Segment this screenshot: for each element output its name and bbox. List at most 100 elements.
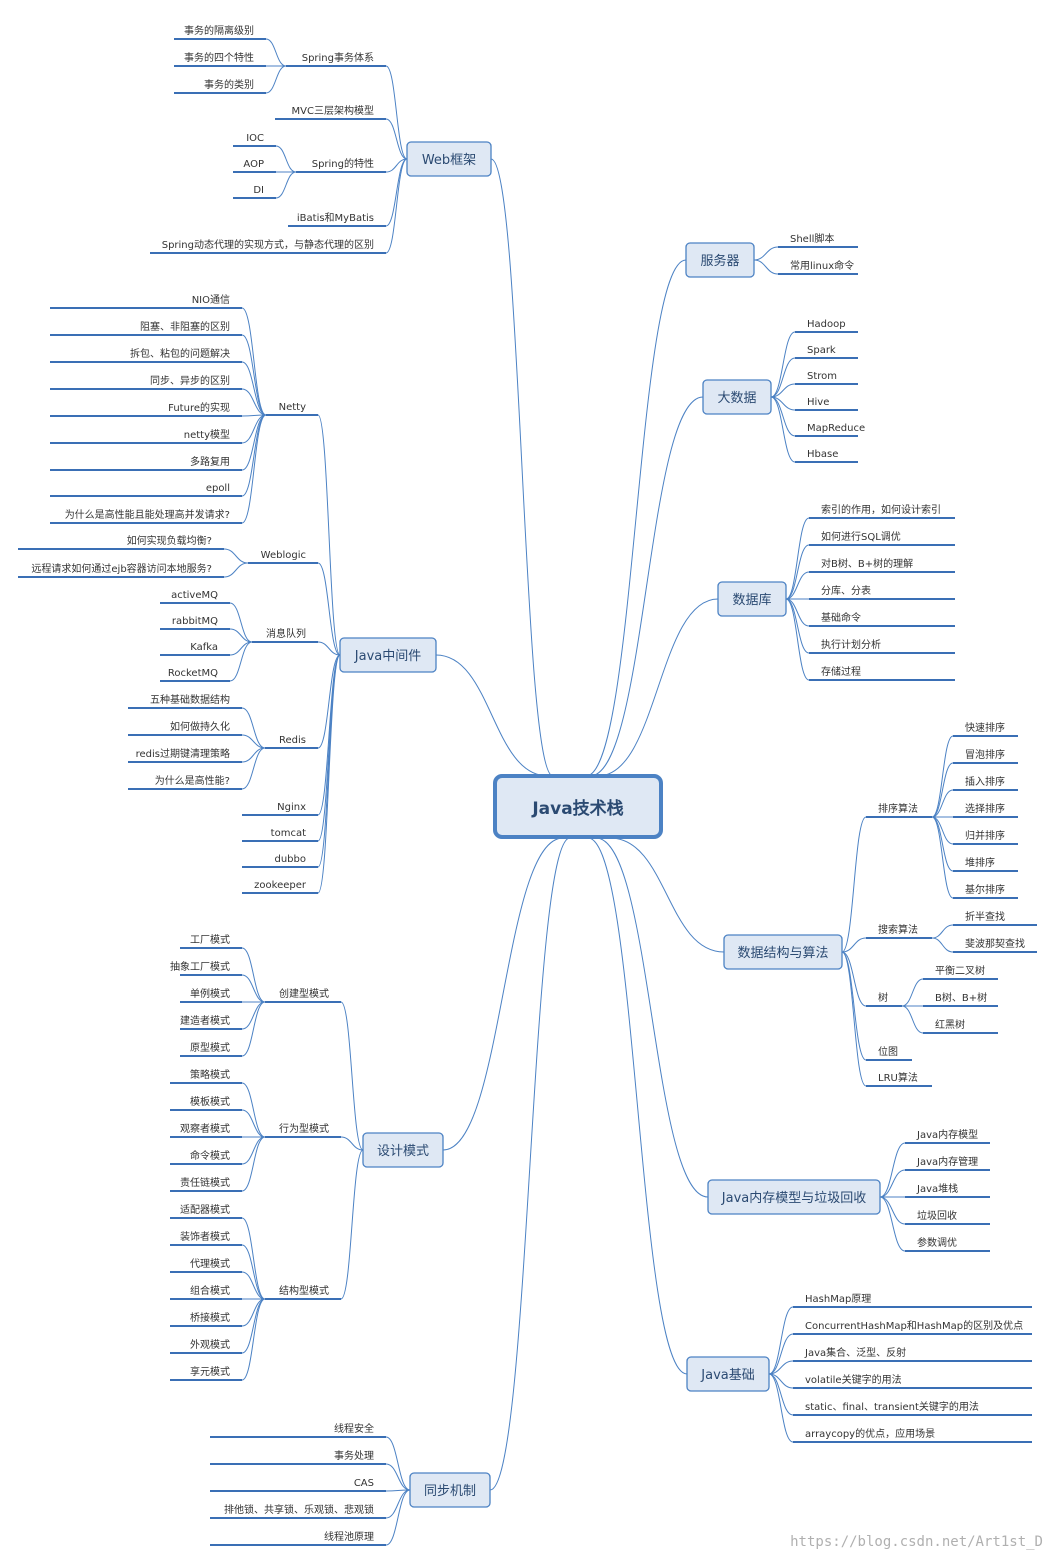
branches-jvm-items-item: 垃圾回收 [917, 1209, 957, 1222]
connectors [223, 38, 954, 1546]
branches-dsa-sort-items-item: 选择排序 [965, 802, 1005, 815]
connector [241, 1298, 266, 1354]
server-node-box[interactable] [685, 242, 755, 278]
connector [385, 1489, 411, 1546]
redis-node: Redis [279, 735, 306, 746]
branches-basics-items-item: static、final、transient关键字的用法 [805, 1400, 979, 1413]
connector [901, 1005, 924, 1034]
branches-web-spring_features-items-item: DI [253, 185, 264, 196]
branches-middleware-weblogic-items-item: 如何实现负载均衡? [127, 534, 212, 547]
nodes: Java技术栈Web框架Spring事务体系事务的隔离级别事务的四个特性事务的类… [18, 24, 1043, 1550]
branches-dsa-search-items-item: 斐波那契查找 [965, 937, 1025, 950]
branches-jvm-items-item: Java内存模型 [916, 1128, 978, 1141]
branches-patterns-structural-items-item: 装饰者模式 [180, 1230, 230, 1243]
bigdata-node-box[interactable] [702, 379, 772, 415]
branches-web-spring_features-items-item: AOP [243, 159, 264, 170]
branches-patterns-creational-items-item: 工厂模式 [190, 933, 230, 946]
branches-database-items-item: 存储过程 [821, 665, 861, 678]
branches-dsa-sort-items-item: 冒泡排序 [965, 748, 1005, 761]
connector [931, 735, 954, 818]
branches-middleware-mq-items-item: Kafka [190, 642, 218, 653]
watermark: https://blog.csdn.net/Art1st_D [790, 1534, 1043, 1550]
branches-patterns-behavioral-items-item: 责任链模式 [180, 1176, 230, 1189]
connector [385, 158, 408, 227]
middleware-other-item: zookeeper [254, 880, 307, 891]
connector [595, 837, 709, 1198]
connector [385, 1463, 411, 1491]
branches-sync-items-item: 线程安全 [334, 1422, 374, 1435]
connector [317, 641, 341, 656]
branches-middleware-redis-items-item: redis过期键清理策略 [136, 747, 230, 760]
branches-middleware-mq-items-item: activeMQ [171, 590, 218, 601]
connector [931, 937, 954, 953]
branches-server-items-item: 常用linux命令 [790, 259, 854, 272]
connector [241, 1136, 266, 1165]
connector [241, 747, 266, 790]
connector [317, 562, 341, 656]
connector [229, 628, 253, 643]
branches-dsa-sort-items-item: 堆排序 [965, 856, 995, 869]
branches-web-spring_tx-items-item: 事务的四个特性 [184, 51, 254, 64]
connector [241, 414, 267, 524]
spring-features-node: Spring的特性 [312, 157, 374, 170]
center-node-box[interactable] [493, 774, 663, 839]
branches-web-spring_features-items-item: IOC [246, 133, 264, 144]
spring-proxy-node: Spring动态代理的实现方式，与静态代理的区别 [162, 238, 374, 251]
connector [317, 654, 341, 894]
middleware-node-box[interactable] [339, 637, 437, 673]
branches-middleware-netty-items-item: NIO通信 [192, 294, 230, 306]
branches-middleware-redis-items-item: 为什么是高性能? [155, 774, 230, 787]
branches-middleware-netty-items-item: epoll [206, 483, 230, 494]
connector [768, 1373, 794, 1443]
connector [241, 1298, 266, 1327]
middleware-other-item: dubbo [275, 854, 307, 865]
connector [229, 602, 253, 643]
branches-patterns-behavioral-items-item: 策略模式 [190, 1068, 230, 1081]
netty-node: Netty [279, 402, 306, 413]
branches-middleware-mq-items-item: rabbitMQ [172, 616, 218, 627]
web-node: Web框架 [422, 153, 476, 168]
branches-database-items-item: 如何进行SQL调优 [821, 530, 901, 543]
connector [229, 641, 253, 682]
connector [768, 1360, 794, 1375]
sync-node-box[interactable] [409, 1472, 491, 1508]
patterns-node-box[interactable] [362, 1132, 444, 1168]
branches-database-items-item: 分库、分表 [821, 584, 871, 597]
connector [589, 396, 704, 777]
search-node: 搜索算法 [878, 923, 918, 936]
connector [241, 707, 266, 749]
mvc-node: MVC三层架构模型 [292, 104, 374, 117]
branches-middleware-netty-items-item: 阻塞、非阻塞的区别 [140, 320, 230, 333]
connector [841, 951, 867, 1087]
connector [770, 331, 796, 398]
branches-jvm-items-item: Java内存管理 [916, 1155, 978, 1168]
sort-node: 排序算法 [878, 802, 918, 815]
connector [768, 1306, 794, 1375]
dsa-node: 数据结构与算法 [737, 946, 828, 961]
basics-node-box[interactable] [686, 1356, 770, 1392]
connector [931, 816, 954, 872]
connector [879, 1169, 906, 1198]
database-node-box[interactable] [717, 581, 787, 617]
connector [317, 654, 341, 842]
branches-bigdata-items-item: Hive [807, 397, 829, 408]
branches-sync-items-item: 事务处理 [334, 1449, 374, 1462]
connector [241, 1136, 266, 1192]
connector [841, 951, 867, 1007]
branches-patterns-behavioral-items-item: 观察者模式 [180, 1122, 230, 1135]
behavioral-node: 行为型模式 [279, 1122, 329, 1135]
dsa-node-box[interactable] [723, 934, 843, 970]
branches-dsa-sort-items-item: 快速排序 [965, 721, 1005, 734]
branches-web-spring_tx-items-item: 事务的类别 [204, 78, 254, 91]
connector [241, 1001, 266, 1030]
jvm-node-box[interactable] [707, 1179, 881, 1215]
connector [241, 361, 267, 416]
branches-sync-items-item: 线程池原理 [324, 1530, 374, 1543]
connector [442, 837, 564, 1151]
branches-dsa-sort-items-item: 归并排序 [965, 829, 1005, 842]
branches-basics-items-item: ConcurrentHashMap和HashMap的区别及优点 [805, 1319, 1023, 1332]
branches-bigdata-items-item: Hadoop [807, 319, 846, 330]
connector [241, 947, 266, 1003]
web-node-box[interactable] [406, 141, 492, 177]
connector [241, 1244, 266, 1300]
